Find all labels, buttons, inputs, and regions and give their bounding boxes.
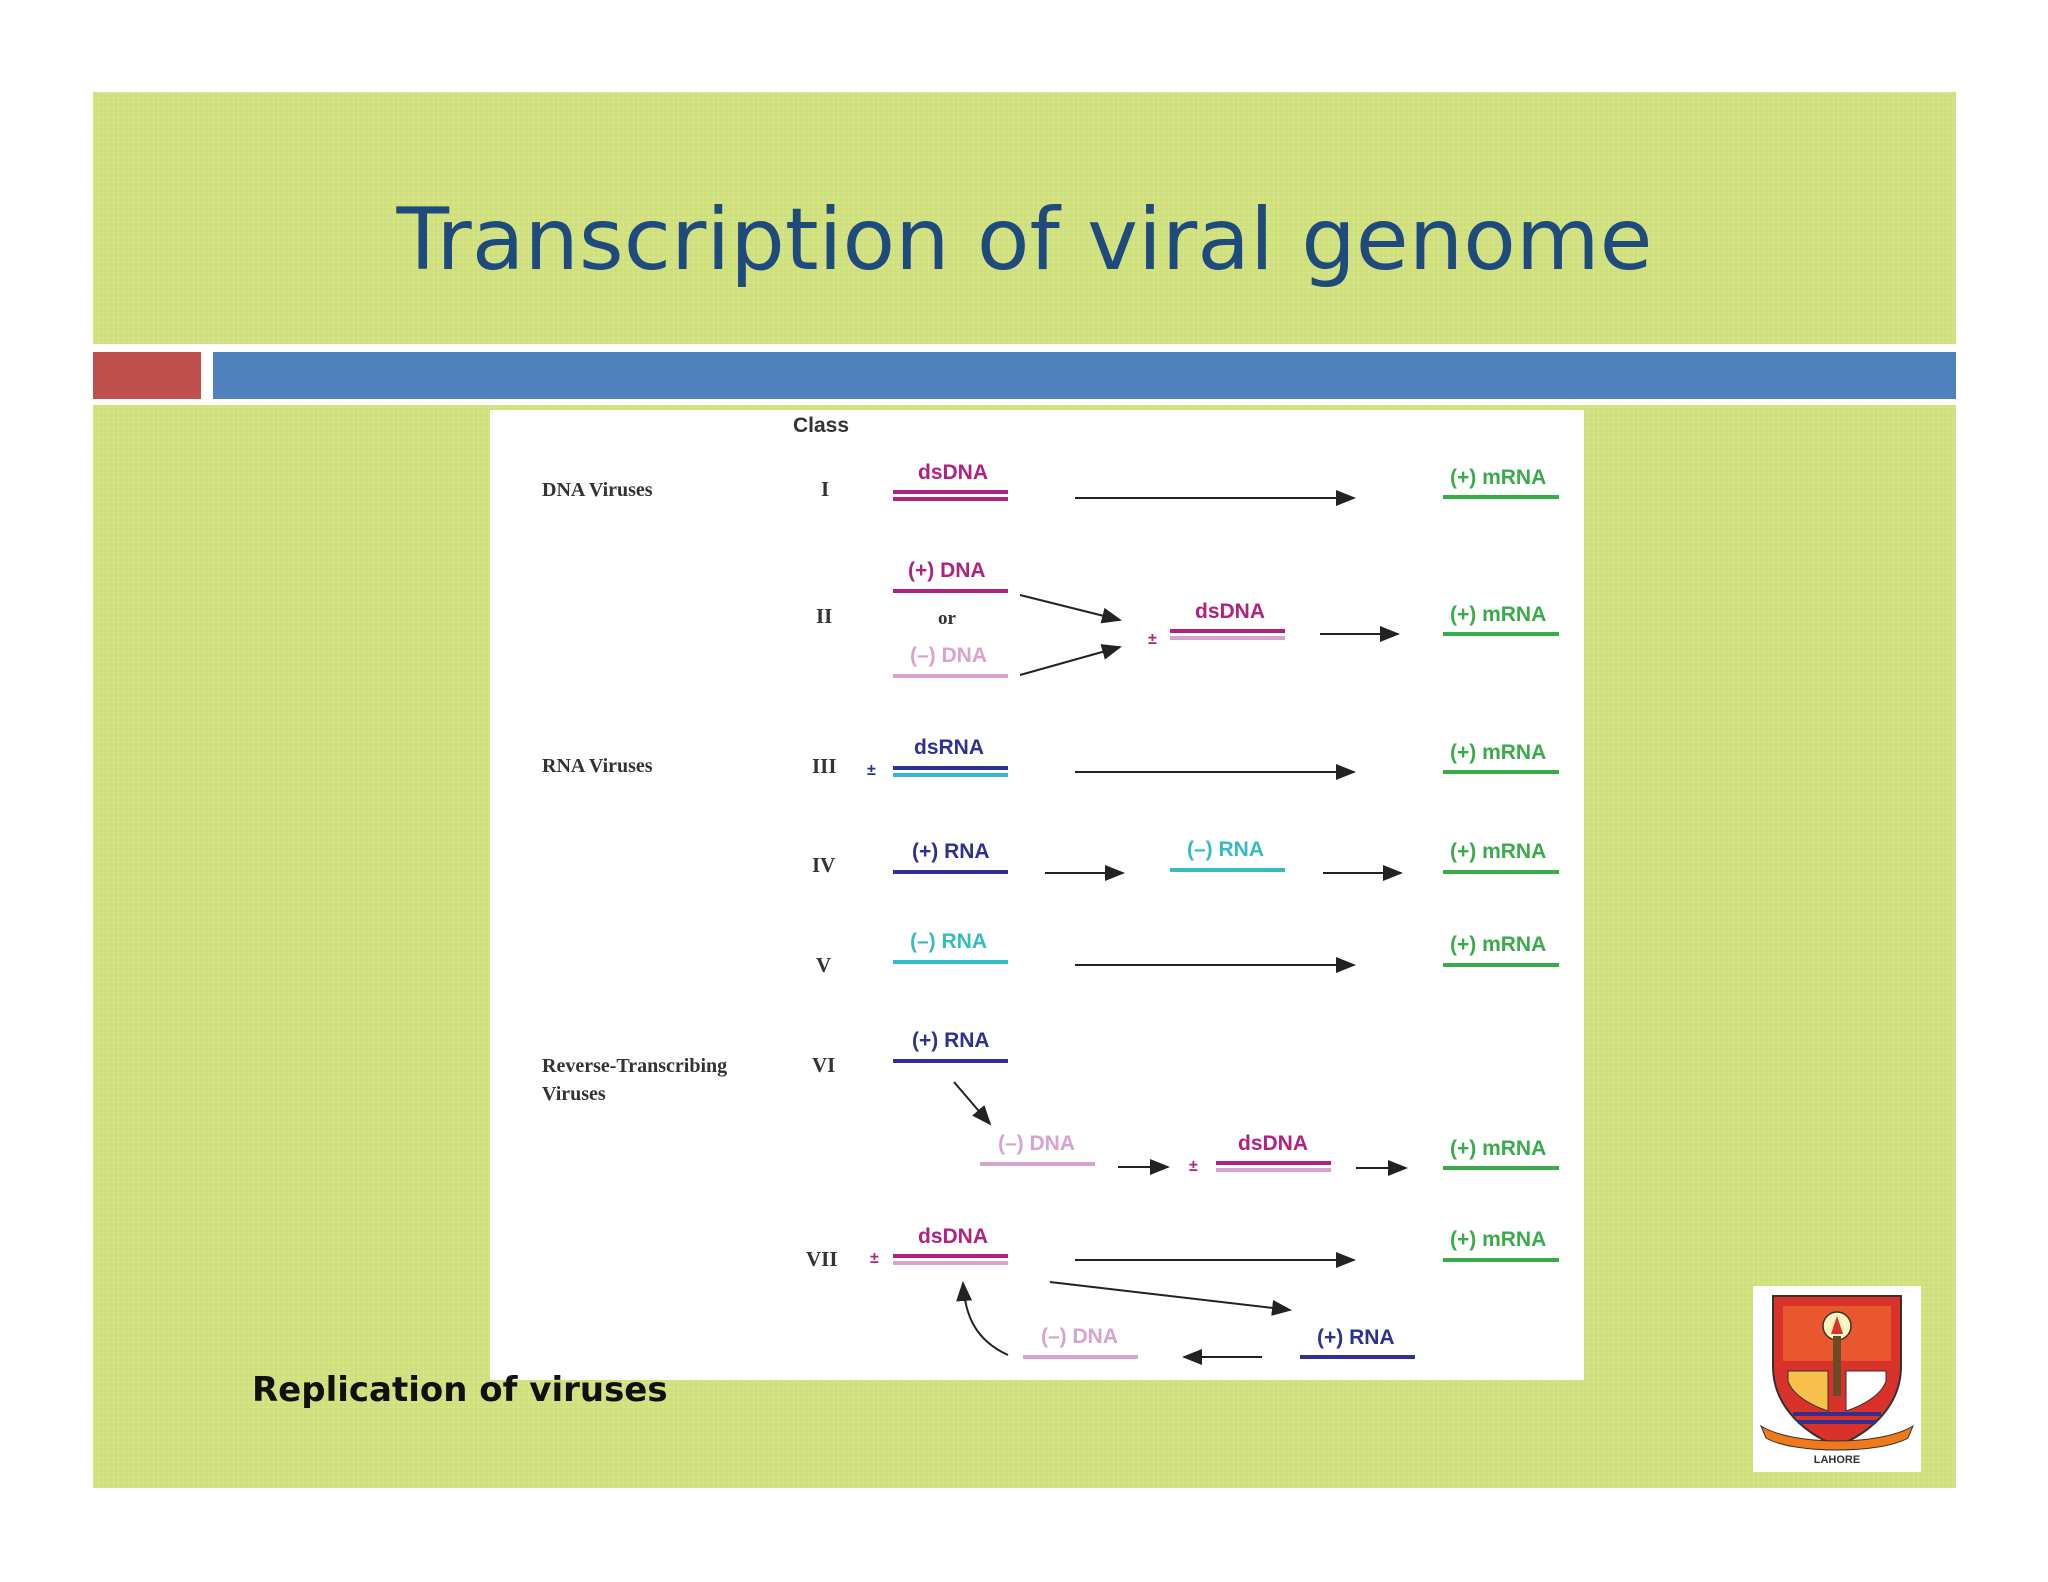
- class2-pos-dna-label: (+) DNA: [908, 559, 986, 582]
- arrow: [1019, 644, 1122, 676]
- slide: Transcription of viral genome Class DNA …: [93, 92, 1956, 1488]
- class6-plus-minus: ±: [1189, 1158, 1198, 1175]
- university-logo: LAHORE: [1753, 1286, 1921, 1472]
- accent-bar-blue: [213, 352, 1956, 399]
- class2-dsdna-label: dsDNA: [1195, 600, 1265, 623]
- class1-dsdna-label: dsDNA: [918, 461, 988, 484]
- arrow: [1019, 594, 1122, 624]
- class-label-3: III: [812, 754, 837, 778]
- class-label-4: IV: [812, 853, 835, 877]
- class-label-6: VI: [812, 1053, 835, 1077]
- class6-dsdna-label: dsDNA: [1238, 1132, 1308, 1155]
- class6-mrna-label: (+) mRNA: [1450, 1137, 1546, 1160]
- class5-mrna-label: (+) mRNA: [1450, 933, 1546, 956]
- arrow: [953, 1081, 992, 1126]
- logo-caption: LAHORE: [1813, 1454, 1861, 1466]
- class4-mrna-label: (+) mRNA: [1450, 840, 1546, 863]
- class-header: Class: [793, 414, 849, 437]
- slide-title: Transcription of viral genome: [396, 190, 1653, 290]
- class7-mrna-label: (+) mRNA: [1450, 1228, 1546, 1251]
- slide-caption: Replication of viruses: [252, 1370, 668, 1410]
- class-label-1: I: [821, 477, 829, 501]
- accent-bar-red: [93, 352, 201, 399]
- class4-pos-rna-label: (+) RNA: [912, 840, 990, 863]
- class-label-2: II: [816, 604, 832, 628]
- divider: [93, 344, 1956, 352]
- divider: [93, 399, 1956, 405]
- class3-plus-minus: ±: [867, 762, 876, 779]
- class4-neg-rna-label: (–) RNA: [1187, 838, 1264, 861]
- class5-neg-rna-label: (–) RNA: [910, 930, 987, 953]
- class7-neg-dna-label: (–) DNA: [1041, 1325, 1118, 1348]
- class6-pos-rna-label: (+) RNA: [912, 1029, 990, 1052]
- group-rt-viruses-line1: Reverse-Transcribing: [542, 1055, 727, 1077]
- crest-icon: [1759, 1295, 1915, 1451]
- group-dna-viruses: DNA Viruses: [542, 479, 653, 501]
- divider: [201, 352, 213, 399]
- baltimore-classification-diagram: Class DNA Viruses RNA Viruses Reverse-Tr…: [490, 410, 1584, 1380]
- arrow: [1049, 1281, 1292, 1316]
- arrow: [956, 1281, 1009, 1356]
- diagram-canvas: Class DNA Viruses RNA Viruses Reverse-Tr…: [542, 414, 1559, 1365]
- class7-plus-minus: ±: [870, 1250, 879, 1267]
- class2-plus-minus: ±: [1148, 631, 1157, 648]
- class6-neg-dna-label: (–) DNA: [998, 1132, 1075, 1155]
- class2-neg-dna-label: (–) DNA: [910, 644, 987, 667]
- class7-dsdna-label: dsDNA: [918, 1225, 988, 1248]
- class3-mrna-label: (+) mRNA: [1450, 741, 1546, 764]
- group-rna-viruses: RNA Viruses: [542, 755, 653, 777]
- class-label-7: VII: [806, 1247, 838, 1271]
- class3-dsrna-label: dsRNA: [914, 736, 984, 759]
- class1-mrna-label: (+) mRNA: [1450, 466, 1546, 489]
- group-rt-viruses-line2: Viruses: [542, 1083, 606, 1105]
- class2-or-label: or: [938, 608, 957, 629]
- title-band: Transcription of viral genome: [93, 92, 1956, 344]
- class7-pos-rna-label: (+) RNA: [1317, 1326, 1395, 1349]
- class-label-5: V: [816, 953, 831, 977]
- class2-mrna-label: (+) mRNA: [1450, 603, 1546, 626]
